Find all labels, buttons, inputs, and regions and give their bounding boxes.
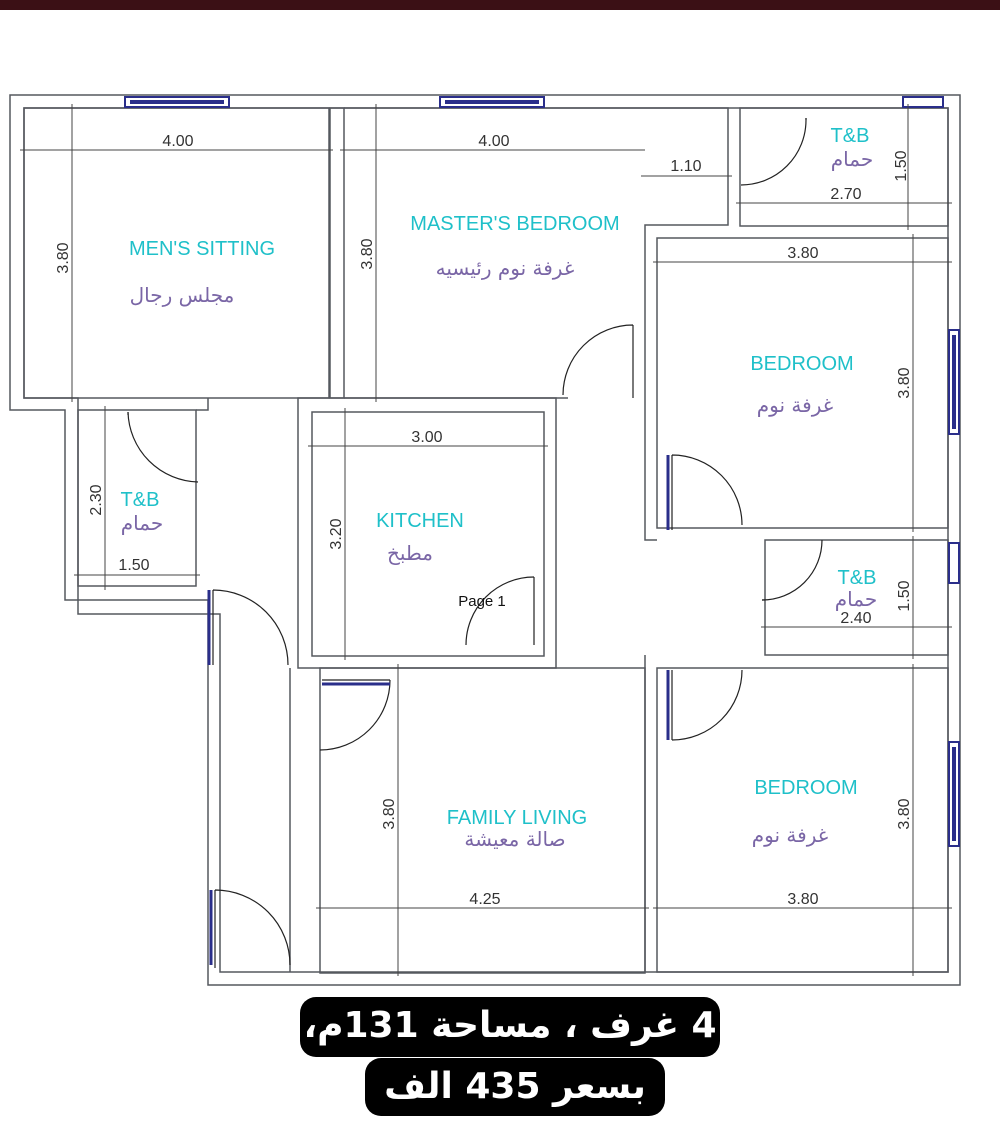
dim-kitchen-width: 3.00	[411, 429, 442, 446]
room-label-tb-middle-ar: حمام	[835, 587, 877, 611]
dim-tb-left-width: 1.50	[118, 557, 149, 574]
dim-tb-top-width: 2.70	[830, 186, 861, 203]
dim-bedroom-lower-depth: 3.80	[896, 798, 913, 829]
dim-mens-depth: 3.80	[55, 242, 72, 273]
dim-kitchen-depth: 3.20	[328, 518, 345, 549]
page-label: Page 1	[458, 593, 506, 610]
walls	[9, 94, 961, 986]
dim-bedroom-upper-depth: 3.80	[896, 367, 913, 398]
floor-plan: 4.00 3.80 4.00 3.80 1.10 2.70 1.50 3.80 …	[9, 94, 961, 986]
dim-master-closet: 1.10	[670, 158, 701, 175]
room-label-family-living: FAMILY LIVING	[447, 807, 587, 829]
windows	[124, 96, 960, 847]
room-label-kitchen: KITCHEN	[376, 510, 464, 532]
room-label-tb-middle: T&B	[838, 567, 877, 589]
dim-tb-middle-depth: 1.50	[896, 580, 913, 611]
room-label-kitchen-ar: مطبخ	[387, 541, 433, 565]
room-label-master: MASTER'S BEDROOM	[410, 213, 619, 235]
room-label-bedroom-upper: BEDROOM	[750, 353, 853, 375]
room-label-family-living-ar: صالة معيشة	[464, 827, 565, 851]
room-label-tb-left-ar: حمام	[121, 511, 163, 535]
room-label-bedroom-upper-ar: غرفة نوم	[757, 393, 833, 417]
dim-family-width: 4.25	[469, 891, 500, 908]
dimension-labels: 4.00 3.80 4.00 3.80 1.10 2.70 1.50 3.80 …	[55, 133, 913, 908]
dim-bedroom-upper-width: 3.80	[787, 245, 818, 262]
dim-family-depth: 3.80	[381, 798, 398, 829]
caption-line-1: 4 غرف ، مساحة 131م،	[300, 997, 720, 1057]
top-border-bar	[0, 0, 1000, 10]
room-label-tb-left: T&B	[121, 489, 160, 511]
dimension-lines	[20, 104, 952, 976]
doors	[127, 118, 823, 968]
caption-rooms-area: 4 غرف ، مساحة 131م،	[303, 1005, 717, 1046]
room-label-tb-top: T&B	[831, 125, 870, 147]
room-label-mens-sitting-ar: مجلس رجال	[130, 283, 235, 307]
dim-tb-left-depth: 2.30	[88, 484, 105, 515]
room-label-master-ar: غرفة نوم رئيسيه	[436, 256, 575, 280]
room-label-tb-top-ar: حمام	[831, 147, 873, 171]
room-label-bedroom-lower: BEDROOM	[754, 777, 857, 799]
room-label-bedroom-lower-ar: غرفة نوم	[752, 823, 828, 847]
caption-line-2: بسعر 435 الف	[365, 1058, 665, 1116]
room-label-mens-sitting: MEN'S SITTING	[129, 238, 275, 260]
dim-master-depth: 3.80	[359, 238, 376, 269]
dim-tb-top-depth: 1.50	[893, 150, 910, 181]
caption-price: بسعر 435 الف	[384, 1066, 646, 1107]
room-labels: MEN'S SITTING مجلس رجال MASTER'S BEDROOM…	[121, 125, 878, 851]
dim-tb-middle-width: 2.40	[840, 610, 871, 627]
dim-master-width: 4.00	[478, 133, 509, 150]
dim-mens-width: 4.00	[162, 133, 193, 150]
dim-bedroom-lower-width: 3.80	[787, 891, 818, 908]
